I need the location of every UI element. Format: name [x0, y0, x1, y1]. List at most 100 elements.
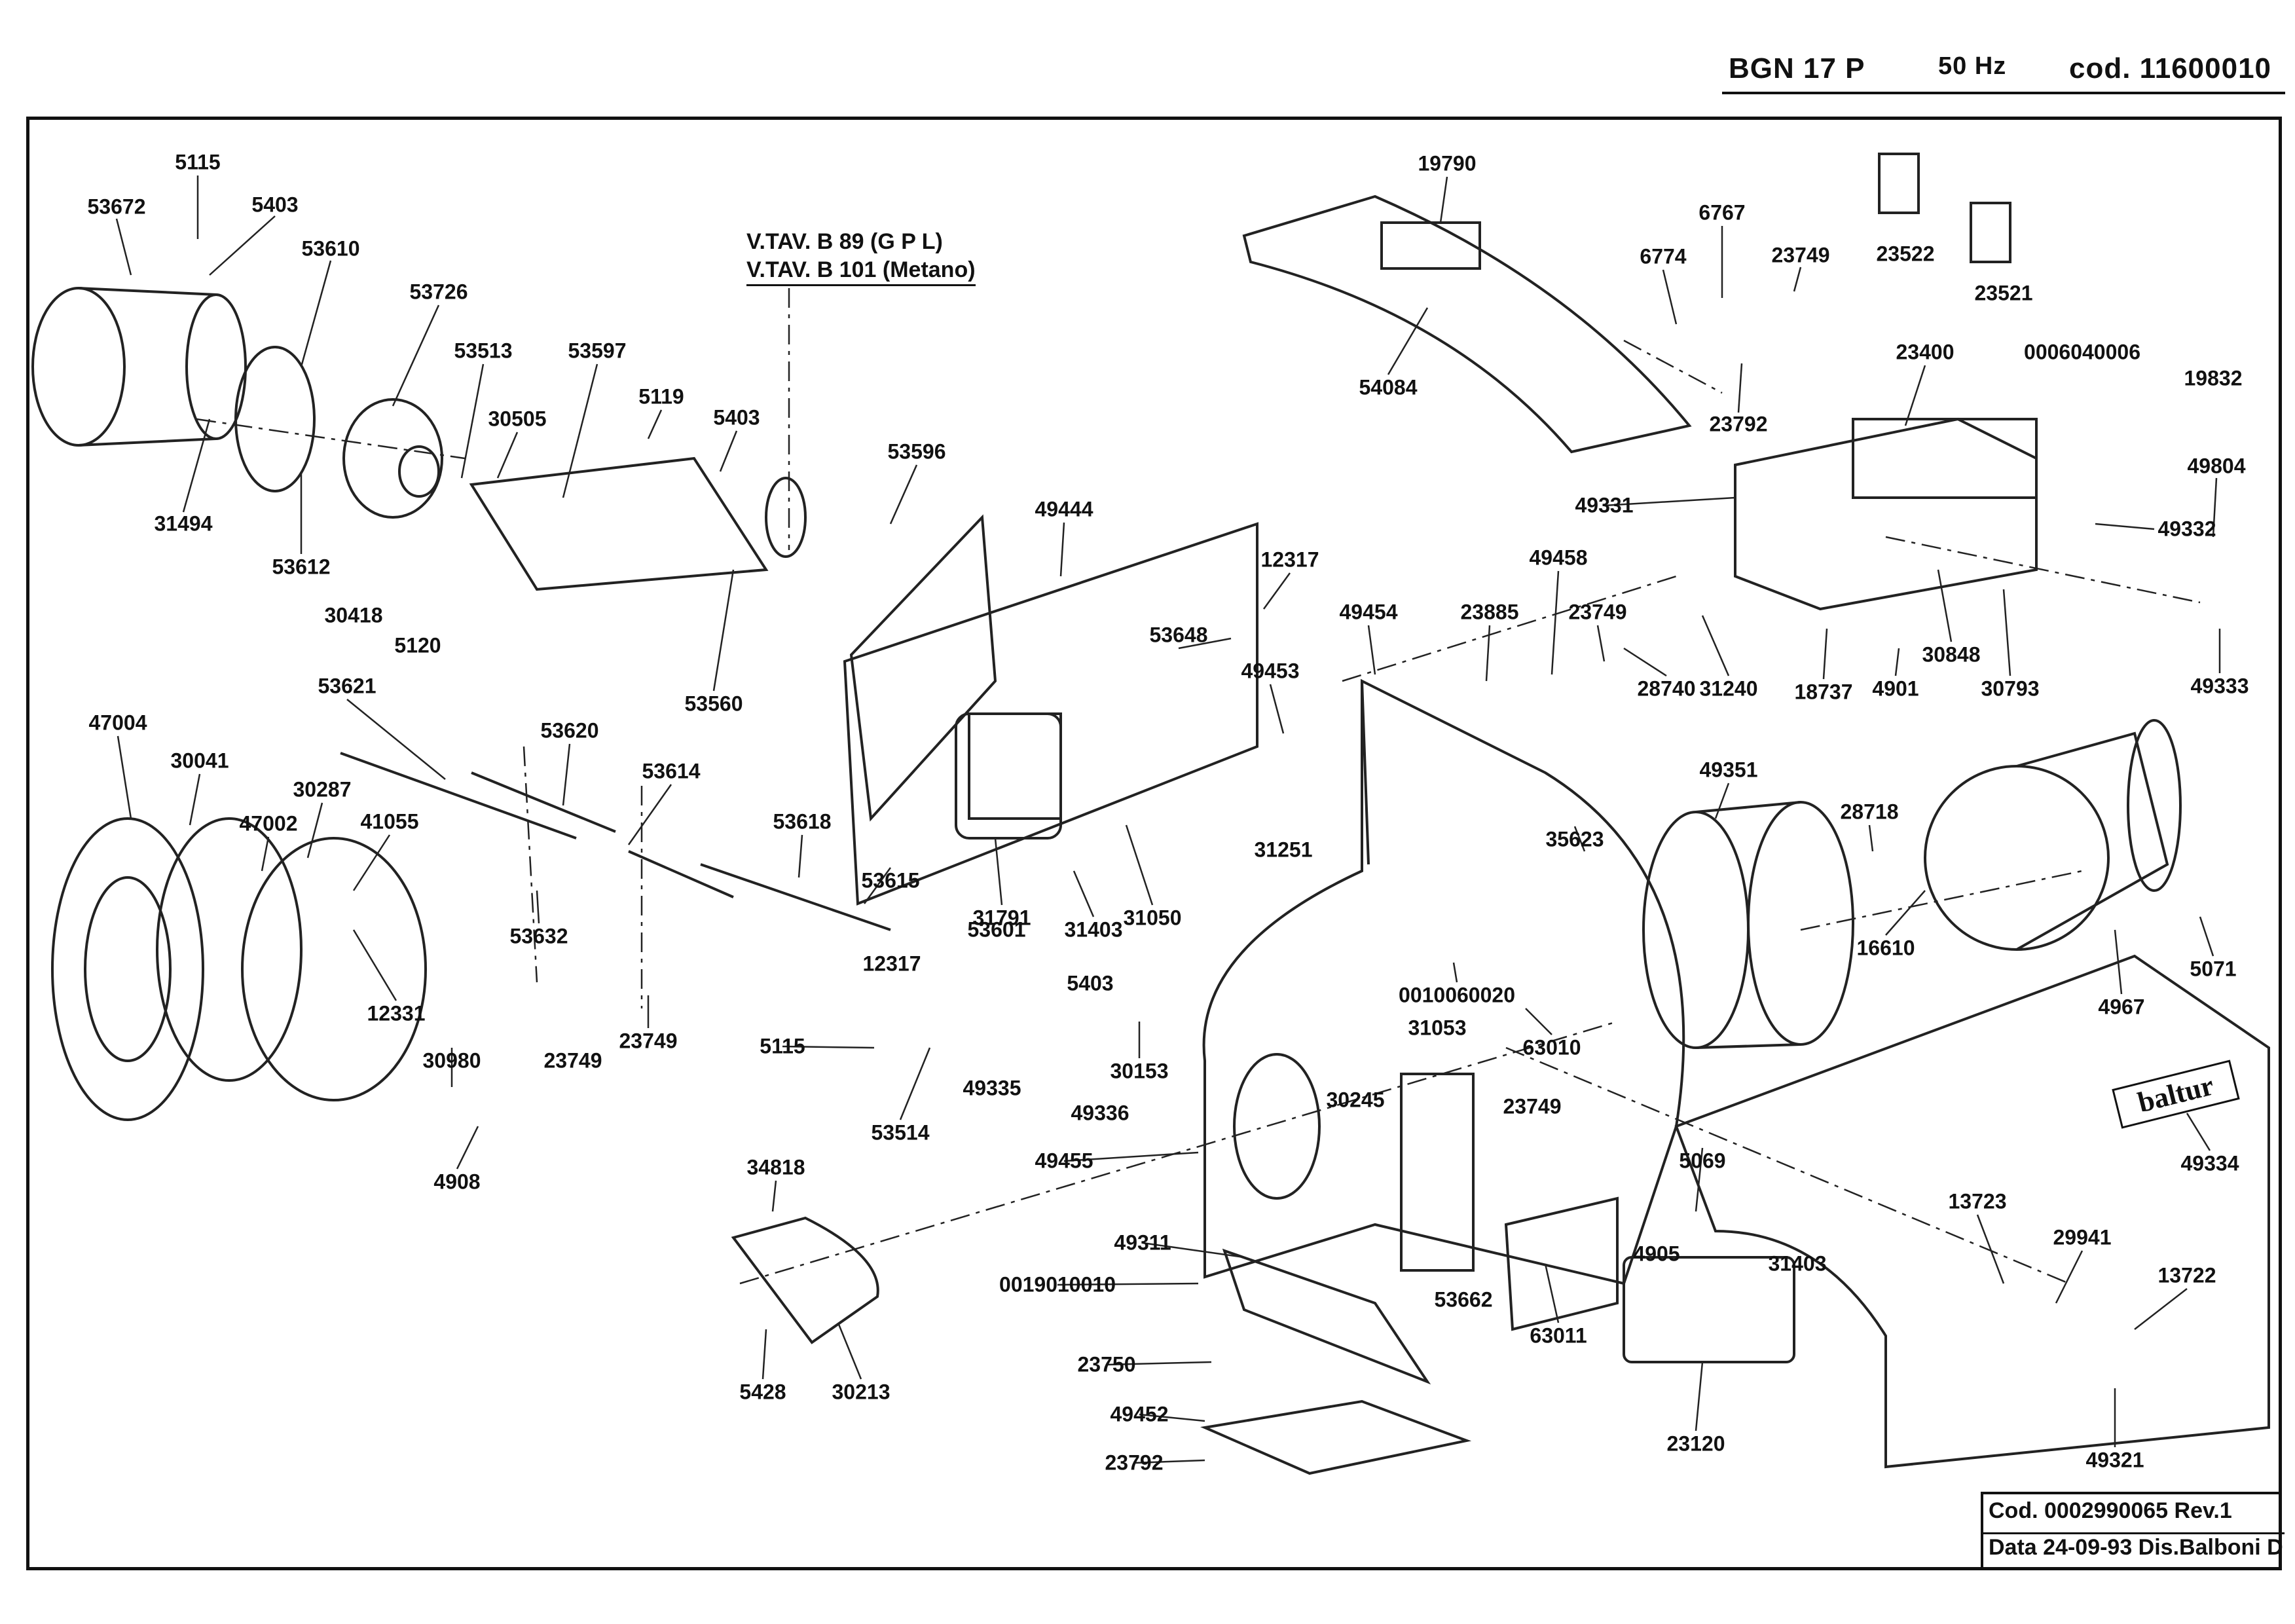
model-label: BGN 17 P — [1729, 52, 1865, 84]
part-ref-label: 63011 — [1530, 1323, 1587, 1348]
leader-line — [562, 743, 571, 806]
part-ref-label: 13723 — [1948, 1189, 2007, 1213]
part-ref-label: 23749 — [619, 1029, 678, 1053]
part-ref-label: 31791 — [972, 906, 1031, 930]
part-ref-label: 53632 — [509, 924, 568, 948]
part-ref-label: 0010060020 — [1399, 983, 1515, 1007]
leader-line — [1439, 176, 1448, 223]
part-ref-label: 35623 — [1545, 827, 1604, 851]
part-ref-label: 4967 — [2098, 995, 2145, 1019]
part-ref-label: 31053 — [1408, 1016, 1467, 1040]
part-ref-label: 30793 — [1981, 676, 2040, 701]
part-ref-label: 53596 — [887, 439, 946, 464]
leader-line — [456, 1126, 479, 1170]
part-ref-label: 4901 — [1872, 676, 1919, 701]
leader-line — [1387, 307, 1429, 375]
part-ref-label: 53601 — [967, 917, 1026, 942]
part-ref-label: 5119 — [638, 384, 684, 409]
part-ref-label: 49444 — [1035, 497, 1093, 521]
coils-drawing — [1878, 153, 2011, 263]
part-ref-label: 53620 — [540, 718, 599, 743]
part-ref-label: 63010 — [1522, 1035, 1581, 1060]
leader-line — [189, 773, 201, 826]
part-ref-label: 30153 — [1110, 1059, 1169, 1083]
part-ref-label: 23749 — [1771, 243, 1830, 267]
part-ref-label: 30041 — [170, 748, 229, 773]
part-ref-label: 31050 — [1123, 906, 1182, 930]
part-ref-label: 49804 — [2187, 454, 2246, 478]
leader-line — [1695, 1147, 1704, 1212]
part-ref-label: 4908 — [433, 1170, 481, 1194]
fan-housing-drawing — [1202, 678, 1685, 1285]
leader-line — [1894, 648, 1900, 676]
leader-line — [346, 699, 446, 780]
leader-line — [2186, 1113, 2211, 1151]
part-ref-label: 12317 — [862, 951, 921, 976]
drawing-frame — [26, 117, 2282, 1570]
leader-line — [1623, 647, 1667, 677]
leader-line — [2134, 1288, 2188, 1330]
part-ref-label: 49458 — [1529, 545, 1588, 570]
part-ref-label: 53614 — [642, 759, 701, 783]
part-ref-label: 0006040006 — [2024, 340, 2140, 364]
leader-line — [562, 363, 598, 498]
part-ref-label: 13722 — [2157, 1263, 2216, 1287]
part-ref-label: 23120 — [1666, 1431, 1725, 1456]
part-ref-label: 23885 — [1460, 600, 1519, 624]
drawing-date: Data 24-09-93 Dis.Balboni D — [1989, 1535, 2283, 1560]
leader-line — [1142, 1242, 1245, 1259]
gas-pipe-drawing — [469, 456, 807, 591]
leader-line — [182, 418, 211, 513]
leader-line — [889, 464, 918, 525]
part-ref-label: 5428 — [739, 1380, 786, 1404]
leader-line — [863, 867, 892, 904]
part-ref-label: 12331 — [367, 1001, 426, 1025]
part-ref-label: 23792 — [1105, 1450, 1164, 1475]
part-ref-label: 31403 — [1768, 1251, 1827, 1276]
electrodes-drawing — [340, 752, 891, 931]
part-ref-label: 49321 — [2085, 1448, 2144, 1472]
part-ref-label: 47002 — [239, 811, 298, 836]
part-ref-label: 53672 — [87, 194, 146, 219]
leader-line — [1737, 363, 1743, 413]
part-ref-label: 5115 — [175, 150, 221, 174]
part-ref-label: 4905 — [1633, 1242, 1680, 1266]
leader-line — [762, 1329, 767, 1380]
leader-line — [1701, 615, 1730, 676]
leader-line — [1106, 1361, 1212, 1366]
leader-line — [2095, 523, 2155, 530]
part-ref-label: 53618 — [773, 809, 832, 834]
mounting-plate-drawing — [849, 514, 997, 822]
part-ref-label: 53621 — [318, 674, 376, 698]
part-ref-label: 23749 — [1568, 600, 1627, 624]
part-ref-label: 6774 — [1640, 244, 1687, 268]
assembly-axis — [196, 418, 466, 460]
leader-line — [261, 836, 270, 872]
leader-line — [1662, 269, 1678, 325]
part-ref-label: 31403 — [1064, 917, 1123, 942]
leader-line — [837, 1322, 862, 1380]
leader-line — [1793, 267, 1802, 292]
lid-drawing — [1242, 194, 1692, 454]
part-ref-label: 28718 — [1840, 800, 1899, 824]
leader-line — [771, 1180, 777, 1212]
part-ref-label: 30245 — [1326, 1088, 1385, 1112]
part-ref-label: 5403 — [251, 193, 299, 217]
part-ref-label: 19790 — [1418, 151, 1477, 175]
leader-line — [1485, 625, 1491, 682]
part-ref-label: 23521 — [1974, 281, 2033, 305]
leader-line — [1139, 1413, 1205, 1422]
part-ref-label: 53612 — [272, 555, 331, 579]
part-ref-label: 23749 — [543, 1048, 602, 1073]
leader-line — [1367, 625, 1376, 675]
part-ref-label: 18737 — [1794, 680, 1853, 704]
leader-line — [209, 215, 276, 276]
part-ref-label: 23400 — [1896, 340, 1955, 364]
leader-line — [1976, 1214, 2005, 1284]
part-ref-label: 0019010010 — [999, 1272, 1116, 1297]
air-guard-drawing — [51, 817, 427, 1121]
part-ref-label: 5403 — [1067, 971, 1114, 995]
leader-line — [899, 1047, 931, 1120]
leader-line — [2212, 477, 2218, 538]
